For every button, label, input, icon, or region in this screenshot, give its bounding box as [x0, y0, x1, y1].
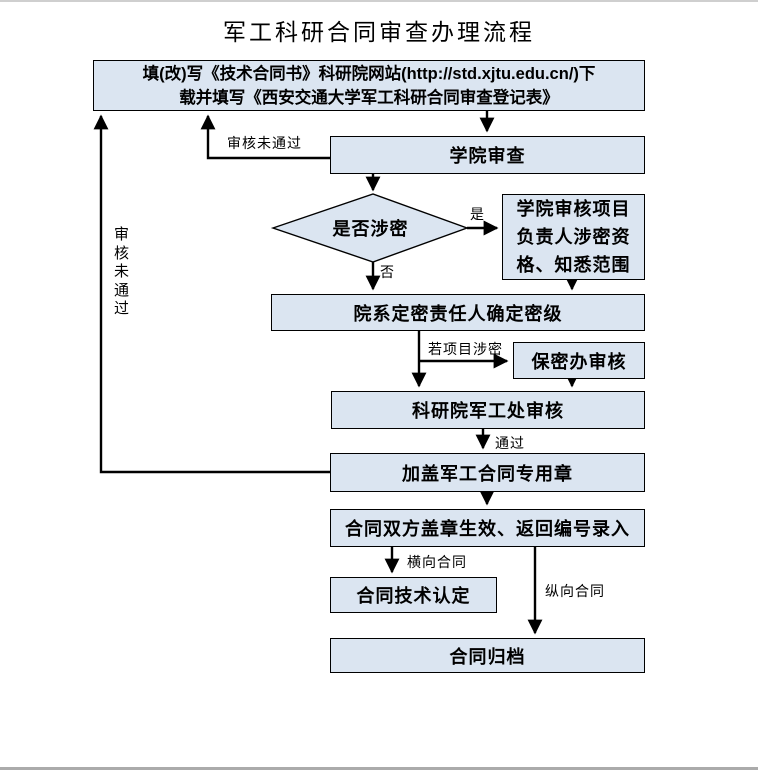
- edge-label-review-fail-top: 审核未通过: [227, 135, 302, 151]
- node-college-verify-line3: 格、知悉范围: [516, 255, 631, 275]
- page-bottom-edge: [0, 767, 758, 770]
- node-archive: 合同归档: [330, 638, 645, 673]
- arrow-stamp-fail-to-form: [93, 114, 330, 474]
- node-tech-cert: 合同技术认定: [330, 577, 497, 613]
- node-security-office-label: 保密办审核: [531, 351, 627, 372]
- node-stamp-label: 加盖军工合同专用章: [402, 463, 573, 484]
- edge-label-review-fail-left: 审核未通过: [113, 226, 129, 318]
- node-effective-label: 合同双方盖章生效、返回编号录入: [345, 519, 630, 539]
- node-college-verify-line2: 负责人涉密资: [516, 227, 631, 247]
- page-title: 军工科研合同审查办理流程: [223, 19, 535, 45]
- node-tech-cert-label: 合同技术认定: [356, 586, 471, 606]
- arrow-college-fail-to-form: [200, 114, 330, 160]
- node-fill-form-line2: 载并填写《西安交通大学军工科研合同审查登记表》: [179, 88, 559, 107]
- edge-label-vertical-contract: 纵向合同: [545, 583, 605, 599]
- node-effective: 合同双方盖章生效、返回编号录入: [330, 509, 645, 547]
- edge-label-pass: 通过: [495, 435, 525, 451]
- node-fill-form-line1: 填(改)写《技术合同书》科研院网站(http://std.xjtu.edu.cn…: [142, 64, 596, 83]
- node-college-verify-line1: 学院审核项目: [516, 199, 631, 219]
- node-security-office: 保密办审核: [513, 342, 645, 379]
- node-college-verify: 学院审核项目 负责人涉密资 格、知悉范围: [502, 194, 645, 280]
- edge-label-no: 否: [380, 264, 395, 280]
- decision-diamond: [270, 193, 470, 263]
- edge-label-yes: 是: [470, 206, 485, 222]
- edge-label-horizontal-contract: 横向合同: [407, 554, 467, 570]
- edge-label-if-classified: 若项目涉密: [428, 341, 503, 357]
- node-military-office-label: 科研院军工处审核: [412, 401, 564, 421]
- node-dept-classify: 院系定密责任人确定密级: [271, 294, 645, 331]
- node-decision-label: 是否涉密: [332, 219, 409, 239]
- node-college-review: 学院审查: [330, 136, 645, 174]
- page-top-edge: [0, 0, 758, 2]
- node-archive-label: 合同归档: [449, 646, 526, 667]
- node-college-review-label: 学院审查: [449, 146, 526, 166]
- node-military-office: 科研院军工处审核: [331, 391, 645, 429]
- node-stamp: 加盖军工合同专用章: [330, 453, 645, 492]
- node-dept-classify-label: 院系定密责任人确定密级: [353, 303, 563, 324]
- node-fill-form: 填(改)写《技术合同书》科研院网站(http://std.xjtu.edu.cn…: [93, 60, 645, 111]
